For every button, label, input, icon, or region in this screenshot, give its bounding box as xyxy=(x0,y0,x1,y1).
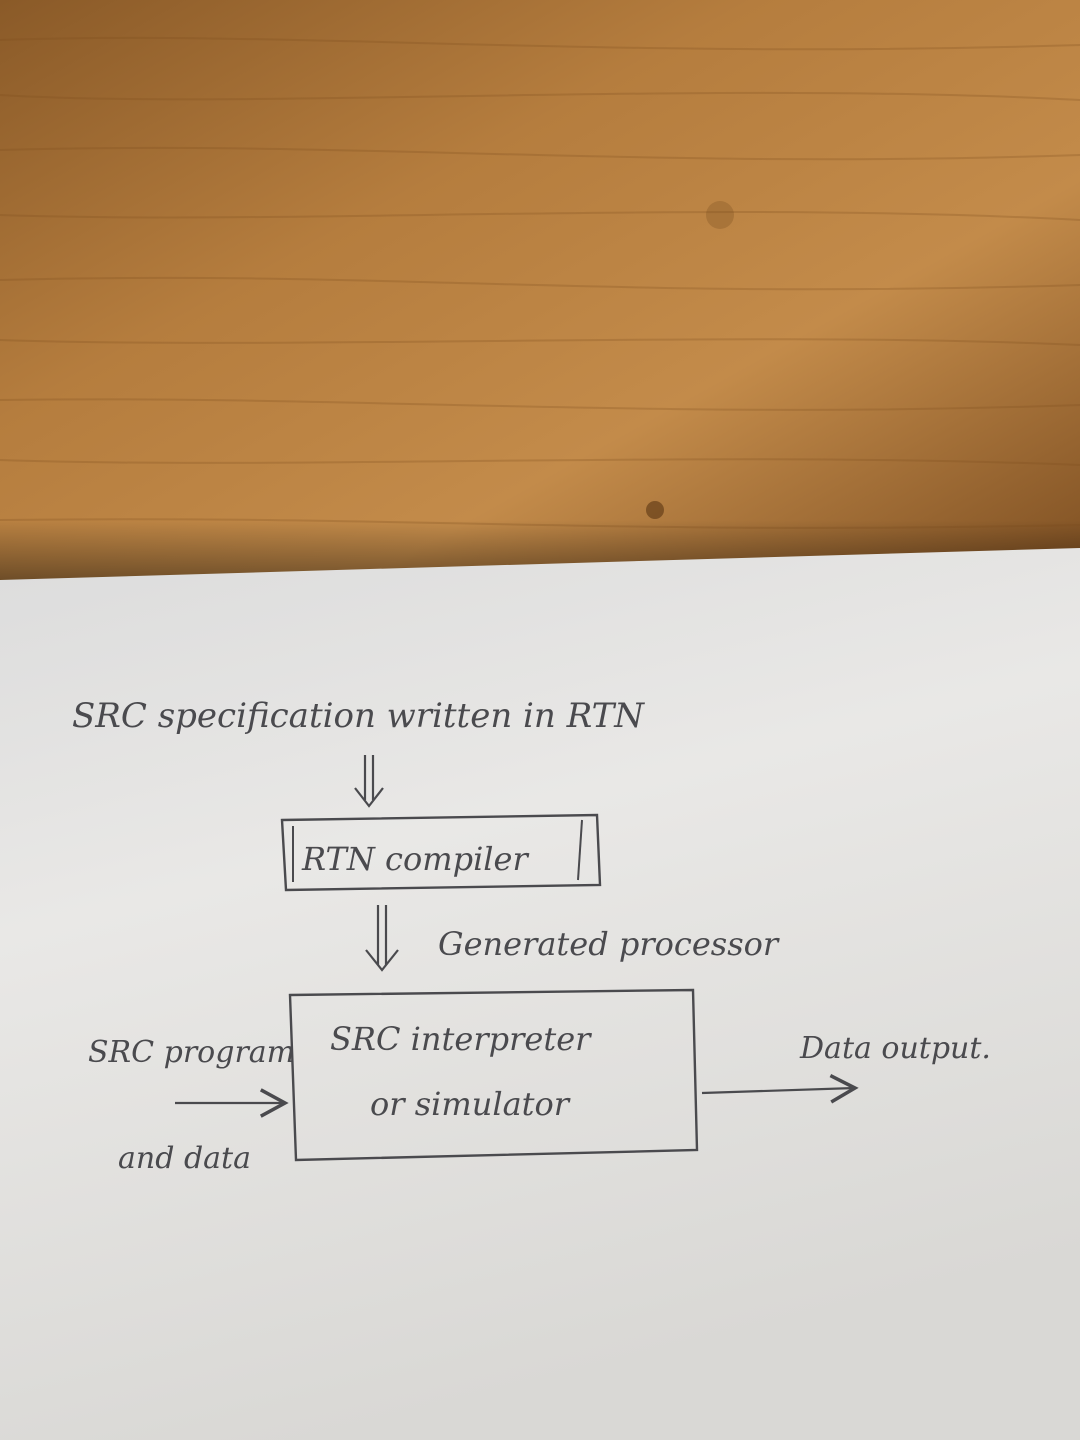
wooden-table xyxy=(0,0,1080,600)
output-label: Data output. xyxy=(799,1031,991,1066)
paper-sheet xyxy=(0,548,1080,1440)
double-arrow-down-icon xyxy=(365,905,399,972)
interpreter-box: SRC interpreter or simulator xyxy=(288,988,699,1162)
compiler-box-label: RTN compiler xyxy=(301,840,529,878)
generated-processor-label: Generated processor xyxy=(438,925,780,963)
interpreter-line-1: SRC interpreter xyxy=(330,1020,592,1058)
output-arrow-icon xyxy=(701,1074,859,1104)
spec-text: SRC specification written in RTN xyxy=(72,696,645,736)
hand-drawn-diagram: SRC specification written in RTN RTN com… xyxy=(72,696,991,1176)
double-arrow-down-icon xyxy=(354,755,384,808)
input-line-2: and data xyxy=(118,1141,251,1176)
input-line-1: SRC program xyxy=(88,1035,295,1070)
compiler-box: RTN compiler xyxy=(280,813,602,892)
interpreter-line-2: or simulator xyxy=(370,1085,571,1123)
